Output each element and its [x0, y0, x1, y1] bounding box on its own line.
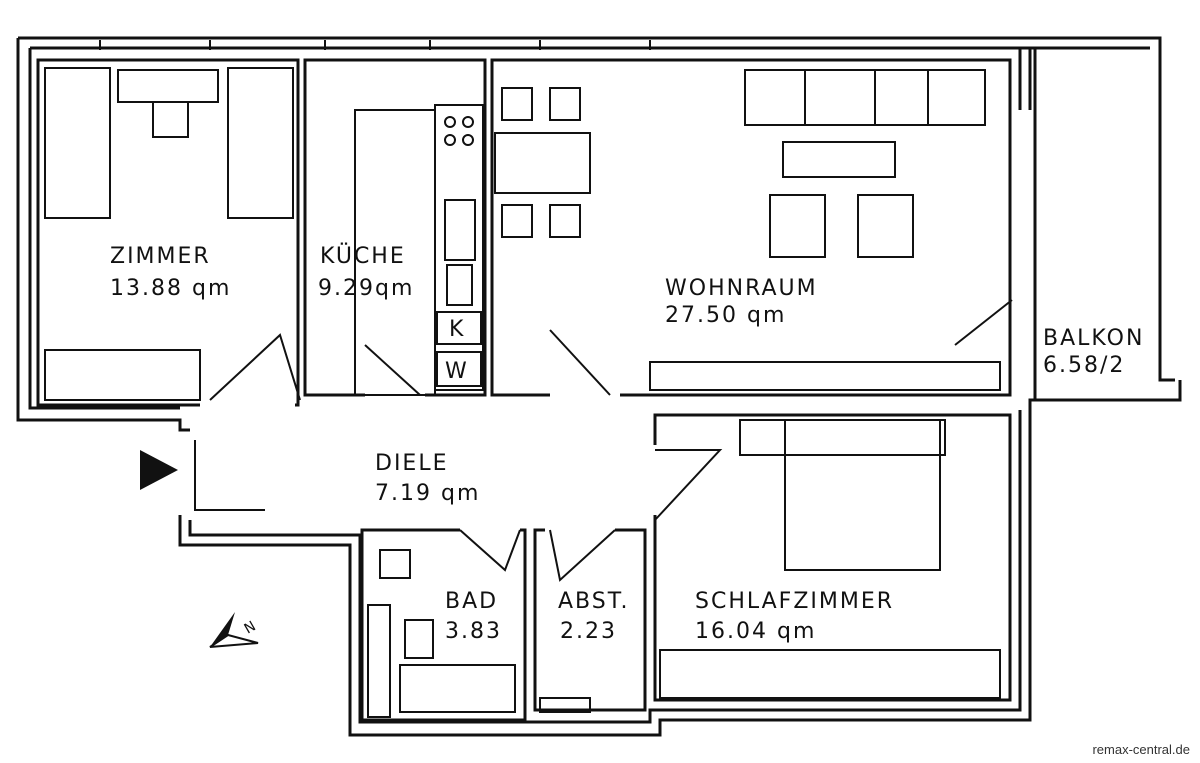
kitchen-w-box: [436, 351, 482, 387]
zimmer-name: ZIMMER: [110, 244, 211, 269]
kitchen-k-box: [436, 311, 482, 345]
balkon-name: BALKON: [1043, 326, 1144, 351]
north-label: N: [242, 618, 259, 637]
balkon-area: 6.58/2: [1043, 353, 1125, 378]
wohnraum-area: 27.50 qm: [665, 303, 786, 328]
wohnraum-room: [490, 58, 1012, 397]
abst-name: ABST.: [558, 589, 630, 614]
abst-area: 2.23: [560, 619, 617, 644]
bad-name: BAD: [445, 589, 498, 614]
kitchen-w-label: W: [445, 359, 469, 384]
diele-area: 7.19 qm: [375, 481, 480, 506]
kueche-name: KÜCHE: [320, 243, 406, 269]
schlafzimmer-room: [653, 413, 1012, 702]
watermark: remax-central.de: [1092, 742, 1190, 757]
furniture: [44, 67, 1001, 718]
bad-room: [360, 528, 527, 722]
entrance-arrow-icon: [140, 450, 178, 490]
zimmer-area: 13.88 qm: [110, 276, 231, 301]
outer-walls: [16, 36, 1182, 737]
kueche-area: 9.29qm: [318, 276, 414, 301]
wohnraum-name: WOHNRAUM: [665, 276, 818, 301]
zimmer-room: [36, 58, 300, 407]
diele-name: DIELE: [375, 451, 449, 476]
windows: [99, 40, 651, 50]
schlafzimmer-area: 16.04 qm: [695, 619, 816, 644]
schlafzimmer-name: SCHLAFZIMMER: [695, 589, 894, 614]
bad-area: 3.83: [445, 619, 502, 644]
north-arrow-icon: N: [209, 612, 259, 648]
door-swings: [194, 299, 1013, 582]
kitchen-k-label: K: [449, 317, 465, 342]
